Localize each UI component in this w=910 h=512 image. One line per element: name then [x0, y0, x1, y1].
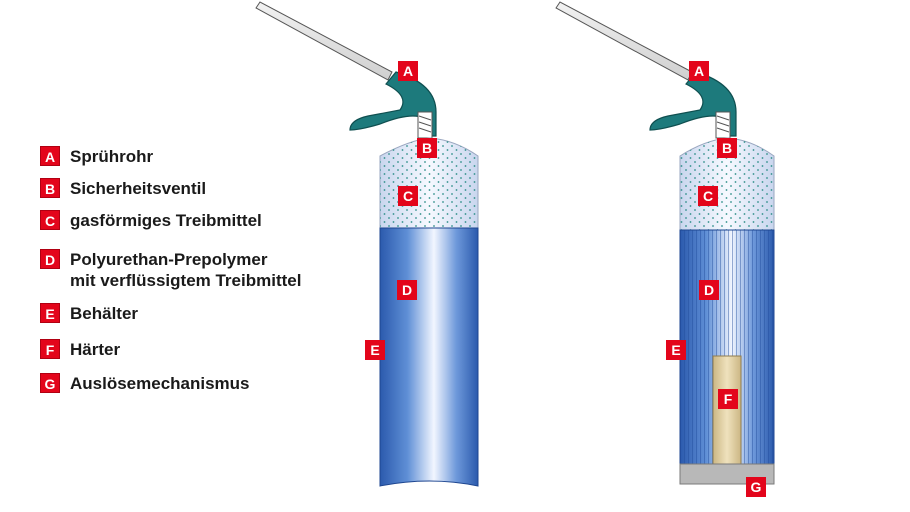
- left-can-body: [379, 227, 479, 487]
- left-nozzle: [349, 71, 437, 139]
- svg-text:C: C: [703, 188, 713, 204]
- left-tag-d: D: [397, 280, 417, 300]
- legend-item-d: D Polyurethan-Prepolymer mit verflüssigt…: [40, 249, 301, 291]
- right-tag-a: A: [689, 61, 709, 81]
- legend-item-g: G Auslösemechanismus: [40, 373, 250, 394]
- legend-item-f: F Härter: [40, 339, 120, 360]
- svg-text:A: A: [694, 63, 704, 79]
- right-tag-c: C: [698, 186, 718, 206]
- legend-badge: G: [40, 373, 60, 393]
- legend-item-e: E Behälter: [40, 303, 138, 324]
- right-spray-tube: [555, 1, 693, 81]
- right-tag-g: G: [746, 477, 766, 497]
- svg-text:C: C: [403, 188, 413, 204]
- legend-badge: E: [40, 303, 60, 323]
- legend-badge: F: [40, 339, 60, 359]
- legend-label: Polyurethan-Prepolymer mit verflüssigtem…: [70, 249, 301, 291]
- legend-label: Sprührohr: [70, 147, 154, 166]
- left-tag-c: C: [398, 186, 418, 206]
- legend-item-c: C gasförmiges Treibmittel: [40, 210, 262, 231]
- legend-badge: D: [40, 249, 60, 269]
- legend-label-line2: mit verflüssigtem Treibmittel: [70, 271, 302, 290]
- legend-badge: A: [40, 146, 60, 166]
- legend-label: Sicherheitsventil: [70, 179, 207, 198]
- svg-text:D: D: [704, 282, 714, 298]
- legend-label: Auslösemechanismus: [70, 374, 250, 393]
- svg-text:G: G: [751, 479, 762, 495]
- left-tag-e: E: [365, 340, 385, 360]
- left-tag-b: B: [417, 138, 437, 158]
- svg-text:B: B: [422, 140, 432, 156]
- svg-text:B: B: [722, 140, 732, 156]
- right-tag-f: F: [718, 389, 738, 409]
- right-hardener: [712, 355, 742, 465]
- right-tag-b: B: [717, 138, 737, 158]
- legend-label: Härter: [70, 340, 121, 359]
- legend-label: Behälter: [70, 304, 139, 323]
- svg-text:F: F: [724, 391, 733, 407]
- svg-text:A: A: [403, 63, 413, 79]
- svg-text:E: E: [671, 342, 680, 358]
- right-tag-e: E: [666, 340, 686, 360]
- left-tag-a: A: [398, 61, 418, 81]
- legend-badge: B: [40, 178, 60, 198]
- left-spray-tube: [255, 1, 393, 81]
- legend-item-a: A Sprührohr: [40, 146, 153, 167]
- right-can: [555, 1, 775, 485]
- left-can: [255, 1, 479, 487]
- legend-item-b: B Sicherheitsventil: [40, 178, 206, 199]
- legend-label: gasförmiges Treibmittel: [70, 211, 262, 230]
- right-tag-d: D: [699, 280, 719, 300]
- legend-badge: C: [40, 210, 60, 230]
- svg-text:D: D: [402, 282, 412, 298]
- right-nozzle: [649, 71, 737, 139]
- svg-text:E: E: [370, 342, 379, 358]
- legend-label-line1: Polyurethan-Prepolymer: [70, 250, 268, 269]
- right-gas-chamber: [679, 137, 775, 231]
